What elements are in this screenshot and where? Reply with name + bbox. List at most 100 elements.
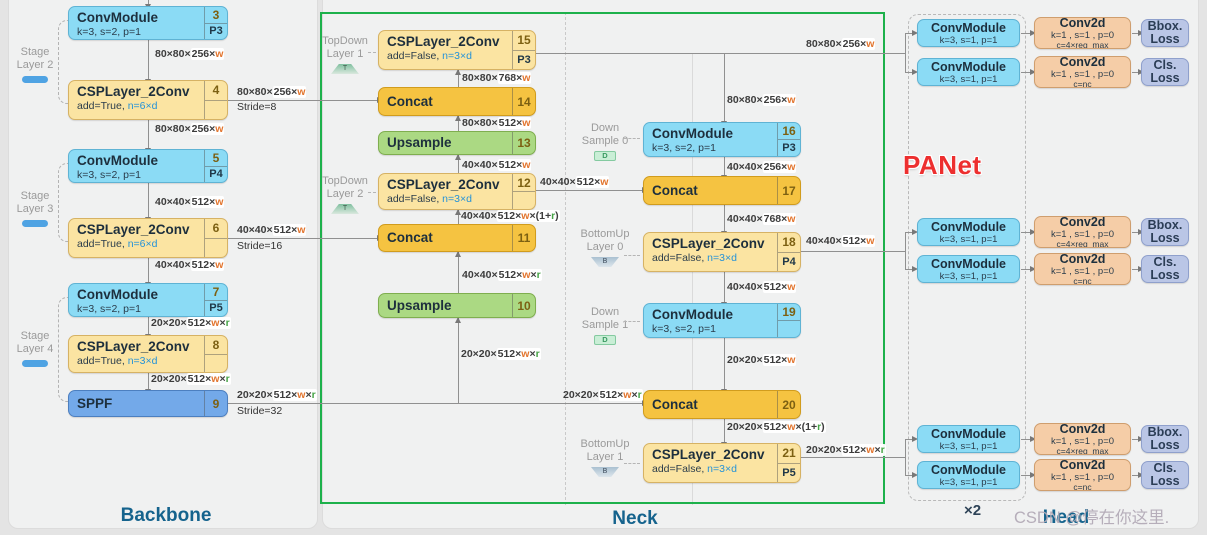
connector-line (801, 457, 905, 458)
arrowhead (455, 209, 461, 215)
connector-line (148, 258, 149, 283)
node-title: ConvModule (652, 307, 733, 322)
arrowhead (455, 154, 461, 160)
node-params: k=3, s=1, p=1 (939, 270, 998, 282)
connector-line (724, 53, 725, 122)
connector-line (536, 53, 905, 54)
node-title: Concat (387, 230, 433, 245)
node-title: SPPF (77, 395, 113, 411)
node-params: k=3, s=2, p=1 (77, 169, 141, 181)
node-index: 20 (782, 397, 796, 412)
stride-label: Stride=16 (237, 240, 283, 252)
connector-line (905, 475, 913, 476)
head-loss-bbox-3: Bbox. Loss (1141, 425, 1189, 453)
connector-line (905, 72, 913, 73)
arrowhead (1030, 436, 1036, 442)
arrowhead (1030, 69, 1036, 75)
loss-label: Bbox. Loss (1147, 425, 1183, 452)
connector-line (724, 419, 725, 443)
connector-line (801, 251, 905, 252)
label-tick (624, 321, 640, 322)
node-level-tag (205, 237, 227, 258)
node-index: 5 (212, 150, 220, 165)
connector-line (536, 190, 643, 191)
connector-line (1132, 232, 1139, 233)
node-title: Concat (652, 182, 698, 198)
label-tick (368, 52, 376, 53)
stage-pill-icon (22, 360, 48, 367)
dim-label: 20×20×512×w×r (563, 389, 643, 401)
dim-label: 40×40×512×w (155, 259, 225, 271)
dim-label: 80×80×256×w (155, 123, 225, 135)
neck-column-seam (692, 53, 693, 505)
node-title: ConvModule (77, 153, 158, 168)
dim-label: 40×40×768×w (727, 213, 797, 225)
label-tick (624, 463, 640, 464)
node-params: k=3, s=1, p=1 (939, 73, 998, 85)
connector-line (905, 33, 906, 73)
stage-brace (58, 297, 68, 402)
connector-line (228, 238, 378, 239)
connector-line (1021, 33, 1031, 34)
node-channels: c=4×reg_max (1056, 239, 1109, 248)
dim-label: 40×40×512×w (806, 235, 876, 247)
dim-label: 20×20×512×w×r (461, 348, 541, 360)
arrowhead (912, 229, 918, 235)
node-params: k=1 , s=1 , p=0 (1050, 472, 1115, 483)
dim-label: 80×80×256×w (155, 48, 225, 60)
connector-line (1021, 232, 1031, 233)
node-title: ConvModule (931, 59, 1006, 74)
arrowhead (1030, 30, 1036, 36)
node-params: add=True, n=3×d (77, 355, 158, 367)
arrowhead (455, 317, 461, 323)
connector-line (1132, 33, 1139, 34)
node-params: add=True, n=6×d (77, 238, 158, 250)
node-index: 19 (782, 305, 796, 319)
concat-20: Concat 20 (643, 390, 801, 419)
connector-line (905, 232, 913, 233)
arrowhead (455, 115, 461, 121)
stride-label: Stride=8 (237, 101, 277, 113)
dim-label: 40×40×256×w (727, 161, 797, 173)
node-level-tag: P5 (205, 299, 227, 317)
node-title: Concat (652, 396, 698, 412)
connector-line (1021, 439, 1031, 440)
downsample-icon: D (594, 335, 616, 345)
dim-label: 20×20×512×w (727, 354, 797, 366)
label-tick (624, 255, 640, 256)
node-title: Conv2d (1059, 17, 1106, 30)
dim-label: 80×80×256×w (237, 86, 307, 98)
connector-line (228, 403, 643, 404)
node-title: ConvModule (77, 287, 158, 302)
backbone-section-label: Backbone (120, 505, 212, 526)
node-index: 12 (517, 175, 531, 190)
stride-label: Stride=32 (237, 405, 283, 417)
connector-line (148, 120, 149, 149)
arrowhead (1030, 229, 1036, 235)
bottomup-trapezoid-icon: B (591, 257, 619, 267)
node-level-tag: P5 (778, 462, 800, 483)
connector-line (148, 40, 149, 80)
node-index: 8 (212, 337, 220, 352)
node-params: k=1 , s=1 , p=0 (1050, 229, 1115, 240)
dim-label: 80×80×768×w (462, 72, 532, 84)
